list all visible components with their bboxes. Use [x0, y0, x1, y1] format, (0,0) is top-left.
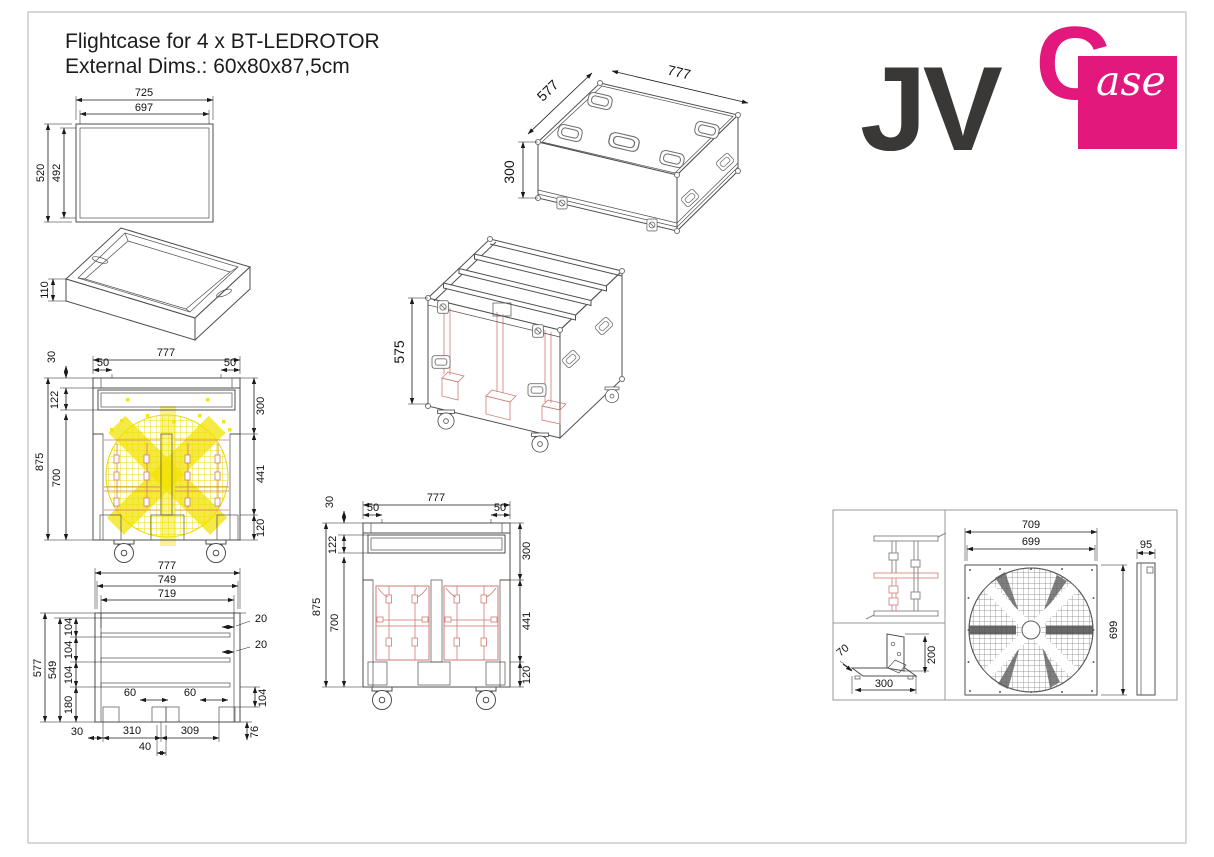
dim-bracket-base: 300: [875, 678, 893, 690]
dim-sec-gap-r1: 20: [255, 613, 267, 625]
caster-wheel: [371, 686, 393, 710]
dim-width: 777: [157, 347, 175, 359]
logo-square: [1078, 56, 1177, 149]
corner-balls: [425, 236, 625, 409]
dim-sec-gap2: 60: [184, 687, 196, 699]
butterfly-latch: [437, 300, 449, 314]
dim-sec-foam-h: 104: [257, 689, 269, 707]
title-line1: Flightcase for 4 x BT-LEDROTOR: [65, 30, 380, 53]
view-iso-open: 575: [391, 236, 625, 453]
plain-view-red-internals: [375, 585, 499, 661]
dim-total-height: 875: [34, 453, 46, 471]
front-handle: [431, 355, 451, 369]
corner-balls: [535, 80, 741, 234]
view-tray-iso: 110: [39, 227, 251, 342]
dim-mid-height: 441: [255, 465, 267, 483]
detail-bracket: 200 300 70: [835, 633, 938, 694]
butterfly-latch: [532, 324, 544, 338]
dim-panel-outer: 709: [1022, 519, 1040, 531]
view-iso-closed: 777 577 300: [501, 62, 749, 234]
dim-iso-width: 777: [666, 62, 693, 83]
dim-lid-inner-width: 697: [135, 102, 153, 114]
dim-iso-height: 300: [501, 160, 517, 184]
caster-wheel: [437, 409, 455, 430]
fan-view-red-internals: [104, 439, 229, 511]
view-lid-top: 725 697 520 492: [35, 87, 214, 223]
dim-body-height: 700: [51, 469, 63, 487]
dim-lid-outer-height: 520: [35, 164, 47, 182]
view-front-fan: 777 50 50 30 122 875 700 300 441 120: [34, 347, 267, 563]
dim-inset-right: 50: [494, 502, 506, 514]
dim-lid-window: 122: [327, 536, 339, 554]
caster-wheel: [205, 539, 227, 563]
dim-sec-outer-h: 577: [32, 659, 44, 677]
dim-lid-height: 300: [521, 542, 533, 560]
view-front-plain: 777 50 50 30 122 875 700 300 441 120: [311, 492, 533, 710]
caster-wheel: [113, 539, 135, 563]
dim-sec-gap-r2: 20: [255, 639, 267, 651]
view-section: 777 749 719 20 20 577 549 104 104 104 18…: [32, 560, 269, 756]
dim-sec-b4: 40: [139, 741, 151, 753]
dim-sec-inner-h: 549: [47, 661, 59, 679]
dim-tray-height: 110: [39, 281, 51, 299]
dim-sec-b1: 30: [71, 726, 83, 738]
dim-sec-w2: 749: [158, 574, 176, 586]
dim-inset-left: 50: [97, 357, 109, 369]
dim-foam-height: 120: [255, 519, 267, 537]
title-block: Flightcase for 4 x BT-LEDROTOR External …: [65, 30, 380, 78]
dim-sec-b3: 309: [181, 725, 199, 737]
panel-side-view: [1136, 562, 1156, 696]
detail-box: 200 300 70 709 699 699 95: [832, 509, 1178, 701]
butterfly-latch: [646, 218, 658, 232]
fan-bolt-dots: [110, 398, 232, 432]
dim-iso-depth: 577: [534, 76, 562, 104]
dim-panel-inner: 699: [1022, 536, 1040, 548]
dim-inset-left: 50: [367, 502, 379, 514]
dim-foam-height: 120: [521, 666, 533, 684]
title-line2: External Dims.: 60x80x87,5cm: [65, 55, 350, 78]
dim-sec-slot1: 104: [63, 618, 75, 636]
detail-fan-panel: 709 699 699 95: [964, 519, 1156, 696]
caster-wheel: [604, 386, 620, 404]
dim-lid-height: 300: [255, 397, 267, 415]
divider-panels: [443, 253, 607, 321]
dim-body-height: 700: [329, 614, 341, 632]
dim-open-height: 575: [391, 340, 407, 364]
dim-sec-slot2: 104: [63, 641, 75, 659]
open-case-red-internals: [441, 306, 567, 425]
dim-lid-inner-height: 492: [51, 164, 63, 182]
dim-sec-bottom: 180: [63, 696, 75, 714]
dim-sec-gap1: 60: [124, 687, 136, 699]
dim-sec-w3: 719: [158, 588, 176, 600]
dim-sec-caster-h: 76: [249, 726, 261, 738]
dim-mid-height: 441: [521, 612, 533, 630]
dim-width: 777: [427, 492, 445, 504]
fan-yellow-rotor: [105, 398, 232, 546]
dim-lid-outer-width: 725: [135, 87, 153, 99]
detail-clamps: [865, 532, 947, 620]
dim-sec-w1: 777: [158, 560, 176, 572]
butterfly-latch: [556, 196, 568, 210]
dim-bracket-height: 200: [926, 646, 938, 664]
dim-total-height: 875: [311, 598, 323, 616]
dim-panel-height: 699: [1108, 621, 1120, 639]
logo-c: C: [1035, 6, 1110, 122]
logo-case-suffix: ase: [1096, 57, 1166, 105]
logo: JV C ase: [860, 6, 1177, 176]
dim-panel-side-width: 95: [1140, 539, 1152, 551]
caster-wheel: [531, 432, 549, 453]
dim-sec-slot3: 104: [63, 666, 75, 684]
caster-wheel: [475, 686, 497, 710]
front-handle: [527, 383, 547, 397]
dim-bracket-flange: 70: [835, 642, 852, 659]
dim-sec-b2: 310: [123, 725, 141, 737]
sheet-border: [27, 11, 1187, 844]
dim-lid-window: 122: [49, 391, 61, 409]
dim-inset-right: 50: [224, 357, 236, 369]
dim-cap: 30: [324, 496, 336, 508]
logo-jv: JV: [860, 42, 1003, 176]
dim-cap: 30: [46, 351, 58, 363]
